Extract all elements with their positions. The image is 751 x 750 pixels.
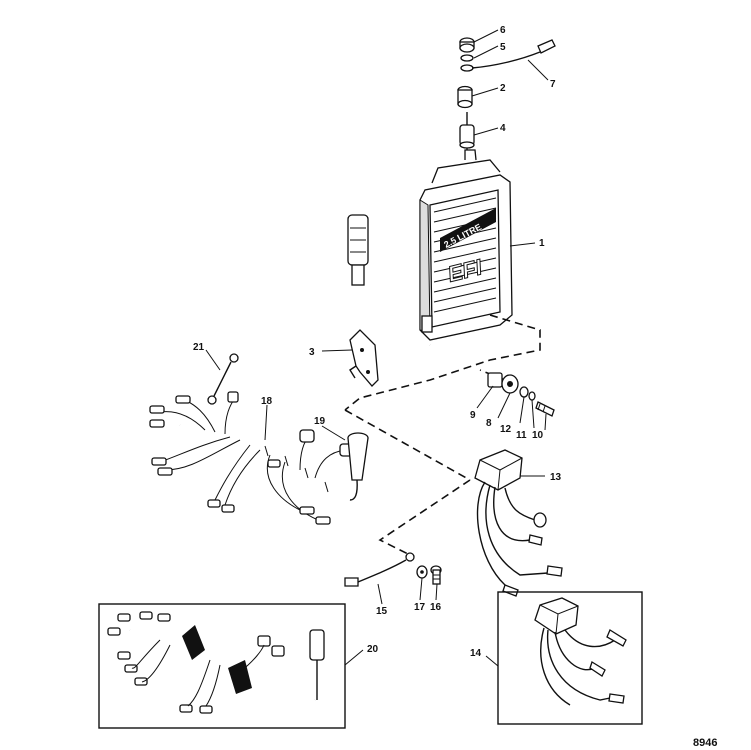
cable-7 bbox=[460, 39, 556, 72]
callout-6: 6 bbox=[500, 25, 506, 36]
callout-3: 3 bbox=[309, 347, 315, 358]
bracket-3 bbox=[349, 329, 379, 387]
ecm-module: 2.5 LITRE EFI bbox=[347, 149, 513, 363]
callout-7: 7 bbox=[550, 79, 556, 90]
connector-19 bbox=[347, 432, 369, 501]
nut-6 bbox=[459, 37, 475, 53]
callout-11: 11 bbox=[516, 430, 527, 441]
inset-box-14 bbox=[497, 591, 643, 725]
callout-16: 16 bbox=[430, 602, 442, 613]
lead-15 bbox=[344, 552, 415, 587]
screw-16 bbox=[430, 565, 442, 585]
sensor-module-13 bbox=[474, 449, 563, 597]
callout-1: 1 bbox=[539, 238, 545, 249]
washer-17 bbox=[416, 565, 428, 579]
drawing-number: 8946 bbox=[693, 737, 717, 749]
callout-13: 13 bbox=[550, 472, 562, 483]
grommet-set bbox=[487, 372, 555, 417]
leader-lines bbox=[205, 29, 549, 667]
callout-4: 4 bbox=[500, 123, 506, 134]
callout-21: 21 bbox=[193, 342, 205, 353]
inset-box-20 bbox=[98, 603, 346, 729]
callout-10: 10 bbox=[532, 430, 544, 441]
callout-2: 2 bbox=[500, 83, 506, 94]
callout-20: 20 bbox=[367, 644, 379, 655]
spacer-2 bbox=[457, 85, 473, 109]
callout-14: 14 bbox=[470, 648, 482, 659]
washer-5 bbox=[460, 54, 474, 62]
callout-8: 8 bbox=[486, 418, 492, 429]
callout-5: 5 bbox=[500, 42, 506, 53]
callout-9: 9 bbox=[470, 410, 476, 421]
callout-17: 17 bbox=[414, 602, 426, 613]
callout-19: 19 bbox=[314, 416, 326, 427]
wire-harness-18 bbox=[149, 391, 353, 525]
callout-15: 15 bbox=[376, 606, 388, 617]
callout-12: 12 bbox=[500, 424, 512, 435]
ground-strap-21 bbox=[207, 353, 239, 405]
callout-18: 18 bbox=[261, 396, 273, 407]
callouts: 6 5 7 2 4 1 3 21 18 19 9 8 12 11 10 13 1… bbox=[193, 25, 562, 659]
